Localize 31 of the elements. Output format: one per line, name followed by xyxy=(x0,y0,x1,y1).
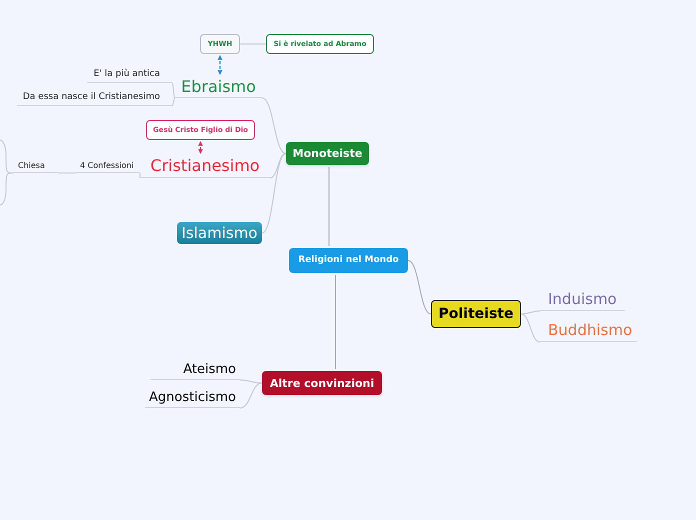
connector-line xyxy=(172,98,176,106)
topic-box: Islamismo xyxy=(177,222,262,244)
root-topic-box: Religioni nel Mondo xyxy=(289,248,408,273)
topic-box: Monoteiste xyxy=(286,142,369,165)
topic-box: Politeiste xyxy=(431,300,521,328)
connector-line xyxy=(58,172,76,174)
topic-box: Altre convinzioni xyxy=(262,371,382,395)
connector-line xyxy=(240,382,262,408)
dashed-arrow xyxy=(198,141,203,154)
connector-line xyxy=(520,314,540,342)
topic-text: Ebraismo xyxy=(175,76,262,98)
connector-line xyxy=(262,98,286,154)
topic-text: Cristianesimo xyxy=(140,155,270,178)
topic-text: Induismo xyxy=(540,289,625,311)
subtopic-text: E' la più antica xyxy=(87,66,172,83)
connector-line xyxy=(520,310,540,314)
connector-line xyxy=(172,82,176,98)
connector-line xyxy=(408,260,432,314)
dashed-arrow xyxy=(218,55,222,75)
connector-line xyxy=(328,166,330,246)
subtopic-text: Ateismo xyxy=(150,360,240,380)
subtopic-text: Da essa nasce il Cristianesimo xyxy=(17,90,172,106)
connector-line xyxy=(240,380,262,384)
connector-line xyxy=(0,172,14,206)
connector-line xyxy=(335,274,336,370)
subtopic-text: Agnosticismo xyxy=(145,388,240,408)
connector-line xyxy=(262,153,286,234)
subtopic-text: Chiesa xyxy=(14,159,58,173)
subtopic-text: 4 Confessioni xyxy=(76,159,140,173)
connector-line xyxy=(270,153,286,178)
topic-text: Buddhismo xyxy=(540,320,637,342)
